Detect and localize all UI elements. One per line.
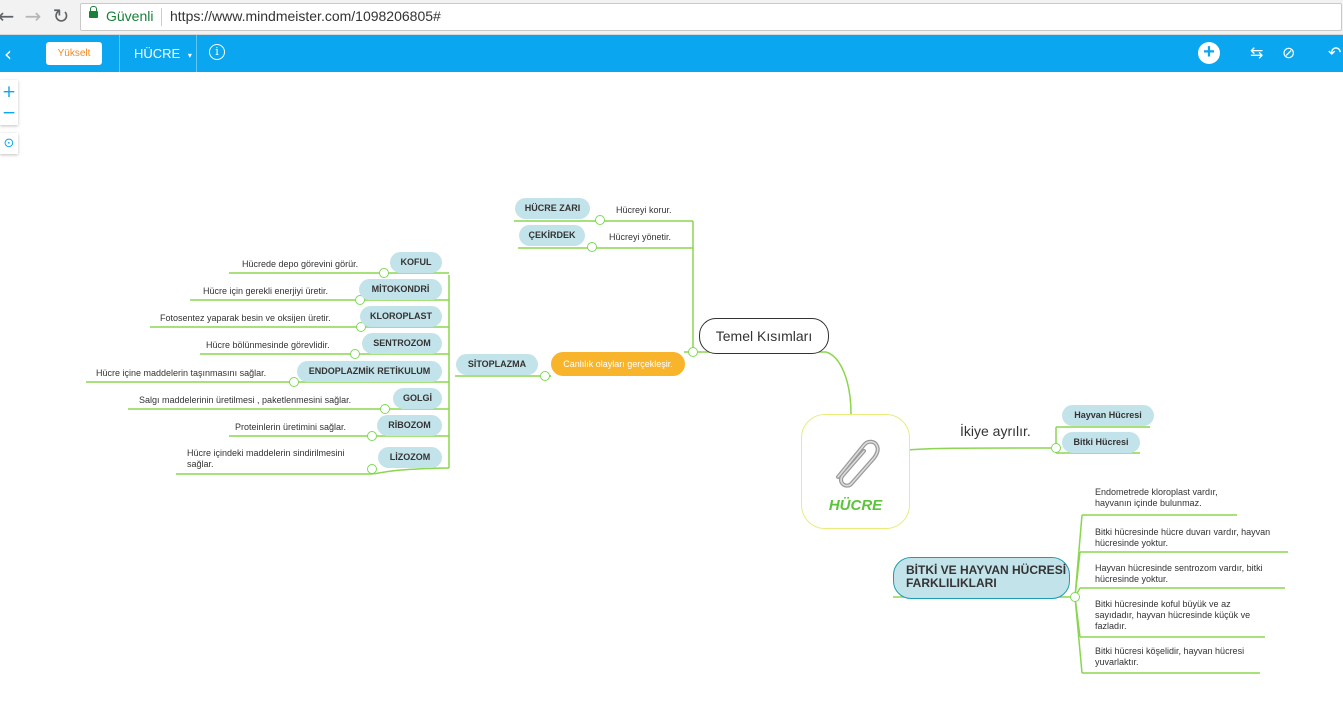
cekirdek-node[interactable]: ÇEKİRDEK bbox=[519, 225, 585, 246]
connector-dot[interactable] bbox=[540, 371, 550, 381]
organel-sentrozom[interactable]: SENTROZOM bbox=[362, 333, 442, 354]
organel-er-note[interactable]: Hücre içine maddelerin taşınmasını sağla… bbox=[96, 368, 267, 378]
farkliliklar-node[interactable]: BİTKİ VE HAYVAN HÜCRESİ FARKLILIKLARI bbox=[893, 557, 1070, 599]
central-topic-title: HÜCRE bbox=[828, 497, 883, 514]
reload-icon[interactable]: ↻ bbox=[52, 4, 70, 28]
fark-note-2[interactable]: Bitki hücresinde hücre duvarı vardır, ha… bbox=[1095, 527, 1271, 548]
lock-icon bbox=[89, 6, 98, 18]
organel-lizozom-note[interactable]: Hücre içindeki maddelerin sindirilmesini… bbox=[187, 448, 345, 469]
caret-down-icon: ▾ bbox=[187, 51, 192, 60]
central-topic[interactable]: HÜCRE bbox=[801, 414, 910, 529]
hayvan-hucresi-node[interactable]: Hayvan Hücresi bbox=[1062, 405, 1154, 426]
fark-note-5[interactable]: Bitki hücresi köşelidir, hayvan hücresi … bbox=[1095, 646, 1245, 667]
connector-dot[interactable] bbox=[367, 464, 377, 474]
address-separator bbox=[161, 8, 162, 26]
canlilik-node[interactable]: Canlılık olayları gerçekleşir. bbox=[551, 352, 685, 376]
map-title-dropdown[interactable]: HÜCRE ▾ bbox=[134, 46, 192, 61]
connector-dot[interactable] bbox=[688, 347, 698, 357]
connector-dot[interactable] bbox=[350, 349, 360, 359]
disable-icon[interactable]: ⊘ bbox=[1282, 43, 1296, 62]
secure-label: Güvenli bbox=[106, 8, 154, 24]
organel-golgi-note[interactable]: Salgı maddelerinin üretilmesi , paketlen… bbox=[139, 395, 352, 405]
fark-note-1[interactable]: Endometrede kloroplast vardır, hayvanın … bbox=[1095, 487, 1218, 508]
fark-note-4[interactable]: Bitki hücresinde koful büyük ve az sayıd… bbox=[1095, 599, 1251, 631]
connector-dot[interactable] bbox=[367, 431, 377, 441]
organel-endoplazmik-retikulum[interactable]: ENDOPLAZMİK RETİKULUM bbox=[297, 361, 442, 382]
chevron-left-icon[interactable]: ‹ bbox=[4, 42, 12, 66]
organel-mitokondri-note[interactable]: Hücre için gerekli enerjiyi üretir. bbox=[203, 286, 329, 296]
zoom-in-button[interactable]: + bbox=[1, 82, 17, 102]
organel-ribozom[interactable]: RİBOZOM bbox=[377, 415, 442, 436]
zoom-controls: + − bbox=[0, 80, 18, 125]
hucre-zari-note[interactable]: Hücreyi korur. bbox=[616, 205, 672, 215]
connector-dot[interactable] bbox=[380, 404, 390, 414]
organel-koful[interactable]: KOFUL bbox=[390, 252, 442, 273]
zoom-out-button[interactable]: − bbox=[1, 103, 17, 123]
undo-icon[interactable]: ↶ bbox=[1328, 43, 1342, 62]
info-icon[interactable]: i bbox=[209, 44, 225, 60]
connector-dot[interactable] bbox=[1070, 592, 1080, 602]
organel-koful-note[interactable]: Hücrede depo görevini görür. bbox=[242, 259, 359, 269]
organel-golgi[interactable]: GOLGİ bbox=[393, 388, 442, 409]
browser-toolbar: ← → ↻ Güvenli https://www.mindmeister.co… bbox=[0, 0, 1343, 35]
map-title: HÜCRE bbox=[134, 46, 181, 61]
organel-ribozom-note[interactable]: Proteinlerin üretimini sağlar. bbox=[235, 422, 347, 432]
sitoplazma-node[interactable]: SİTOPLAZMA bbox=[456, 354, 538, 375]
connector-dot[interactable] bbox=[587, 242, 597, 252]
connector-dot[interactable] bbox=[379, 268, 389, 278]
ikiye-ayrilir-node[interactable]: İkiye ayrılır. bbox=[960, 423, 1031, 439]
connector-dot[interactable] bbox=[289, 377, 299, 387]
center-map-icon[interactable]: ⊙ bbox=[0, 133, 18, 154]
organel-mitokondri[interactable]: MİTOKONDRİ bbox=[359, 279, 442, 300]
app-toolbar: ‹ Yükselt HÜCRE ▾ i + ⇆ ⊘ ↶ bbox=[0, 35, 1343, 72]
add-icon[interactable]: + bbox=[1198, 42, 1220, 64]
browser-back-icon[interactable]: ← bbox=[0, 4, 15, 28]
toolbar-divider bbox=[196, 35, 197, 72]
cekirdek-note[interactable]: Hücreyi yönetir. bbox=[609, 232, 672, 242]
bitki-hucresi-node[interactable]: Bitki Hücresi bbox=[1062, 432, 1140, 453]
organel-sentrozom-note[interactable]: Hücre bölünmesinde görevlidir. bbox=[206, 340, 330, 350]
fark-note-3[interactable]: Hayvan hücresinde sentrozom vardır, bitk… bbox=[1095, 563, 1263, 584]
address-bar[interactable]: Güvenli https://www.mindmeister.com/1098… bbox=[80, 3, 1342, 31]
toolbar-divider bbox=[119, 35, 120, 72]
organel-lizozom[interactable]: LİZOZOM bbox=[378, 447, 442, 468]
share-icon[interactable]: ⇆ bbox=[1250, 43, 1264, 62]
paperclip-icon bbox=[836, 439, 880, 488]
farkliliklar-title: BİTKİ VE HAYVAN HÜCRESİ FARKLILIKLARI bbox=[906, 563, 1067, 590]
temel-kisimlari-node[interactable]: Temel Kısımları bbox=[699, 318, 829, 354]
organel-kloroplast[interactable]: KLOROPLAST bbox=[360, 306, 442, 327]
organel-kloroplast-note[interactable]: Fotosentez yaparak besin ve oksijen üret… bbox=[160, 313, 331, 323]
hucre-zari-node[interactable]: HÜCRE ZARI bbox=[515, 198, 590, 219]
connector-dot[interactable] bbox=[1051, 443, 1061, 453]
upgrade-button[interactable]: Yükselt bbox=[46, 42, 102, 65]
url-text[interactable]: https://www.mindmeister.com/1098206805# bbox=[170, 8, 441, 24]
browser-forward-icon[interactable]: → bbox=[24, 4, 42, 28]
connector-dot[interactable] bbox=[595, 215, 605, 225]
